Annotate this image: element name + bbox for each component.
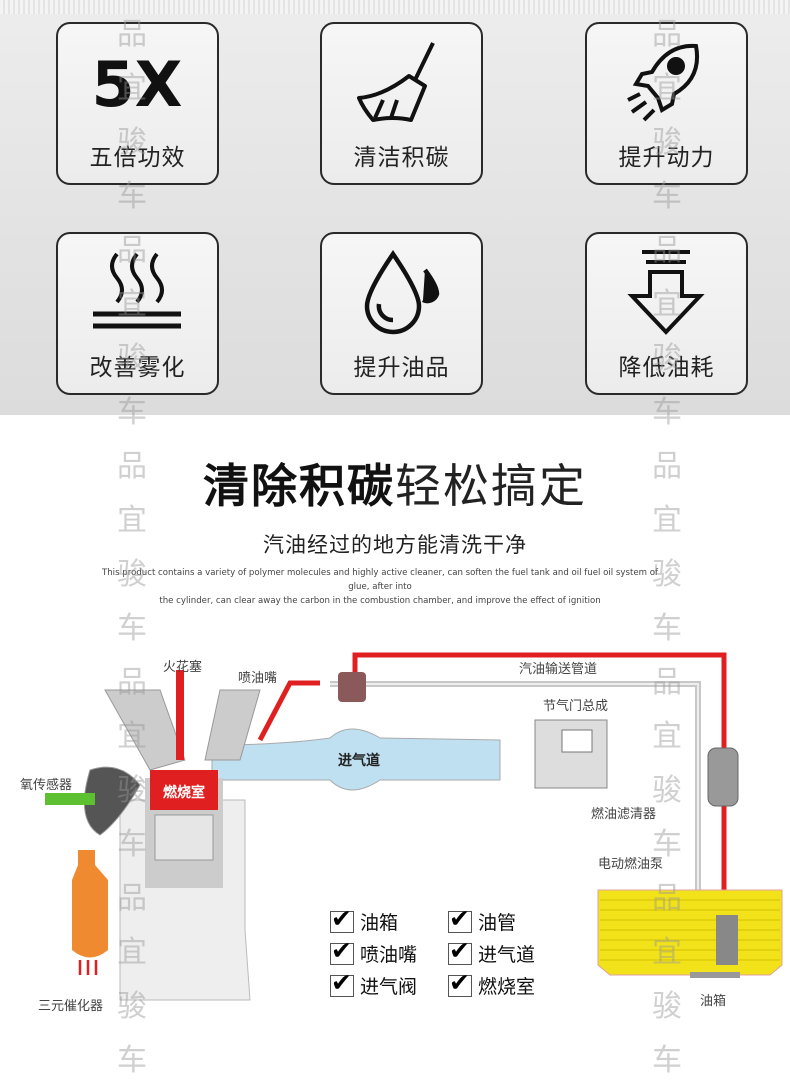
label-tank: 油箱 xyxy=(700,994,727,1009)
svg-text:5X: 5X xyxy=(92,48,183,121)
intake-manifold xyxy=(211,728,501,791)
checkbox-checked-icon xyxy=(448,904,472,933)
checklist-item: 油管 xyxy=(448,904,516,935)
feature-label: 五倍功效 xyxy=(89,145,186,171)
feature-label: 提升动力 xyxy=(618,145,715,171)
label-spark-plug: 火花塞 xyxy=(163,660,203,675)
feature-label: 提升油品 xyxy=(353,355,450,381)
top-texture xyxy=(0,0,790,14)
piston xyxy=(154,814,214,861)
feature-label: 降低油耗 xyxy=(618,355,715,381)
engine-fuel-diagram: 燃烧室 xyxy=(45,652,783,1001)
feature-tile-5x: 5X 五倍功效 xyxy=(56,22,219,185)
label-filter: 燃油滤清器 xyxy=(591,807,657,822)
spark-plug xyxy=(176,670,184,760)
checklist-item: 进气阀 xyxy=(330,968,417,999)
fuel-regulator xyxy=(338,672,366,702)
feature-tile-atomize: 改善雾化 xyxy=(56,232,219,395)
description: This product contains a variety of polym… xyxy=(101,568,658,606)
checklist-item: 进气道 xyxy=(448,936,535,967)
label-injector: 喷油嘴 xyxy=(238,671,278,686)
catalytic-converter xyxy=(72,850,108,958)
rocket-icon xyxy=(627,43,699,122)
label-pump: 电动燃油泵 xyxy=(598,857,664,872)
checkbox-checked-icon xyxy=(330,968,354,997)
label-throttle: 节气门总成 xyxy=(543,699,609,714)
label-catalyst: 三元催化器 xyxy=(38,999,104,1014)
subtitle: 汽油经过的地方能清洗干净 xyxy=(263,533,527,557)
label-fuel-line: 汽油输送管道 xyxy=(519,662,598,677)
checkbox-checked-icon xyxy=(330,904,354,933)
checklist-item: 燃烧室 xyxy=(448,968,535,999)
combustion-chamber xyxy=(150,770,218,810)
label-intake: 进气道 xyxy=(338,753,380,769)
checklist-item: 油箱 xyxy=(330,904,398,935)
feature-label: 清洁积碳 xyxy=(353,145,450,171)
features-panel: 5X 五倍功效 清洁积碳 提升动力 改善雾化 提升油品 降低油耗 xyxy=(0,0,790,415)
checkbox-checked-icon xyxy=(448,936,472,965)
feature-tile-oil: 提升油品 xyxy=(320,232,483,395)
oxygen-sensor xyxy=(45,793,95,805)
fuel-pump xyxy=(716,915,738,965)
down-arrow-icon xyxy=(627,250,705,335)
feature-tile-economy: 降低油耗 xyxy=(585,232,748,395)
feature-tile-clean: 清洁积碳 xyxy=(320,22,483,185)
checkbox-checked-icon xyxy=(330,936,354,965)
5x-icon: 5X xyxy=(92,48,183,121)
feature-label: 改善雾化 xyxy=(89,355,186,381)
feature-tile-power: 提升动力 xyxy=(585,22,748,185)
fuel-filter xyxy=(707,747,739,807)
label-oxygen-sensor: 氧传感器 xyxy=(20,778,73,793)
exhaust-pipe xyxy=(83,766,141,836)
checkbox-checked-icon xyxy=(448,968,472,997)
steam-icon xyxy=(93,252,181,329)
fuel-tank xyxy=(597,889,783,976)
headline: 清除积碳轻松搞定 xyxy=(203,459,587,513)
checklist-item: 喷油嘴 xyxy=(330,936,417,967)
oil-drop-icon xyxy=(364,250,440,335)
broom-icon xyxy=(357,42,435,122)
svg-text:燃烧室: 燃烧室 xyxy=(163,784,205,801)
